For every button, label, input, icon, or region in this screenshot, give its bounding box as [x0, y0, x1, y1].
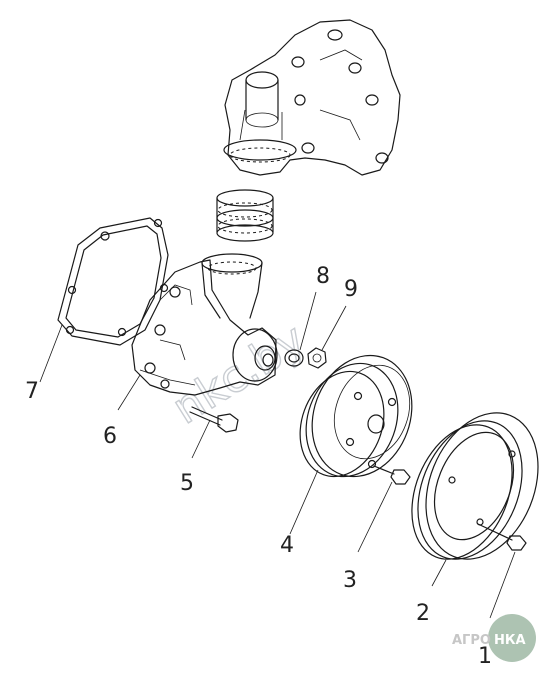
leader-lines	[39, 291, 516, 619]
thermostat-housing	[223, 19, 401, 176]
callout-2: 2	[416, 601, 430, 626]
nut-9	[307, 347, 327, 369]
water-pump-body	[131, 253, 278, 396]
bolt-5	[189, 406, 239, 433]
seal-ring-8	[284, 349, 304, 367]
callout-7: 7	[25, 379, 39, 404]
logo-text-right: НКА	[494, 633, 526, 648]
pulley-2	[411, 412, 539, 560]
logo-circle	[488, 614, 536, 662]
pulley-4	[299, 354, 413, 478]
bolt-3	[373, 465, 411, 485]
callout-4: 4	[280, 533, 294, 558]
thermostat-spring	[216, 189, 274, 242]
callout-9: 9	[344, 277, 358, 302]
watermark-text: nkc.by	[164, 314, 314, 434]
callout-6: 6	[103, 424, 117, 449]
logo-text-left: АГРО	[452, 633, 491, 648]
gasket	[57, 217, 169, 346]
agronka-logo: АГРО НКА	[452, 614, 536, 662]
callout-3: 3	[343, 568, 357, 593]
bolt-1	[477, 523, 527, 551]
callout-8: 8	[316, 264, 330, 289]
callout-5: 5	[180, 471, 194, 496]
callout-1: 1	[478, 644, 492, 669]
